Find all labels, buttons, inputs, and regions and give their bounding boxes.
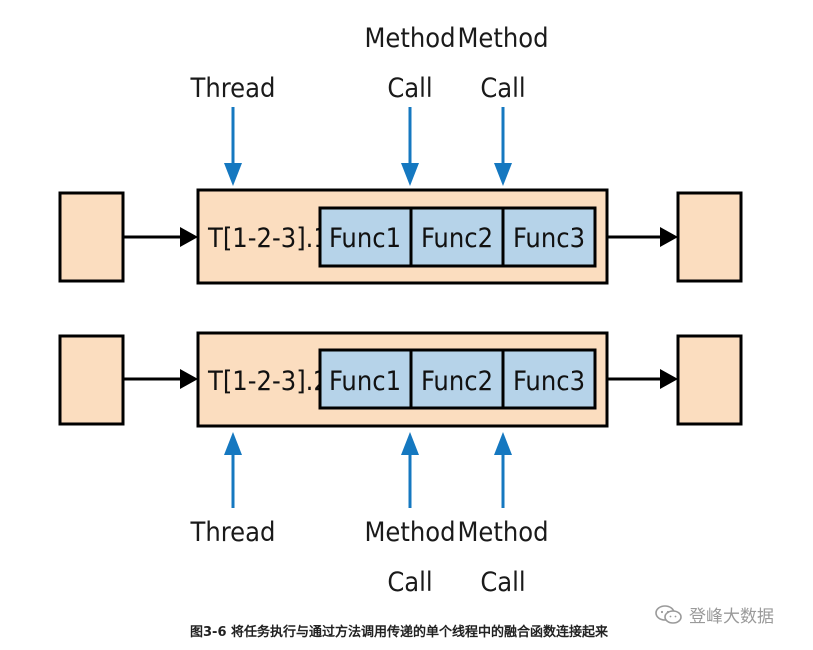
func-label-row-1-f2: Func2: [421, 223, 493, 254]
output-box-row-2: [676, 334, 743, 426]
down-arrow-call-top-2: [494, 107, 512, 186]
thread-label-bottom: Thread: [190, 517, 276, 548]
input-box-row-2: [58, 334, 125, 426]
thread-id-row-2: T[1-2-3].2: [207, 366, 329, 397]
method-label-bottom-2: Method: [457, 517, 548, 548]
func-label-row-2-f2: Func2: [421, 366, 493, 397]
down-arrow-thread-top: [224, 107, 242, 186]
up-arrow-call-bottom-1: [401, 432, 419, 508]
call-label-bottom-1: Call: [387, 567, 432, 598]
flow-arrow-out-row-2: [607, 369, 678, 389]
func-box-row-2-f3: [501, 348, 597, 410]
up-arrow-thread-bottom: [224, 432, 242, 508]
func-box-row-1-f1: [318, 206, 413, 268]
func-box-row-1-f2: [409, 206, 505, 268]
method-label-top-2: Method: [457, 23, 548, 54]
row-2: T[1-2-3].2 Func1 Func2 Func3: [58, 331, 743, 428]
call-label-top-1: Call: [387, 73, 432, 104]
func-label-row-2-f1: Func1: [329, 366, 401, 397]
down-arrow-call-top-1: [401, 107, 419, 186]
thread-id-row-1: T[1-2-3].1: [207, 223, 329, 254]
input-box-row-1: [58, 191, 125, 283]
output-box-row-1: [676, 191, 743, 283]
flow-arrow-in-row-2: [123, 369, 198, 389]
watermark: 登峰大数据: [655, 602, 774, 627]
func-box-row-1-f3: [501, 206, 597, 268]
up-arrow-call-bottom-2: [494, 432, 512, 508]
wechat-icon: [655, 604, 682, 624]
call-label-bottom-2: Call: [480, 567, 525, 598]
figure-caption: 图3-6 将任务执行与通过方法调用传递的单个线程中的融合函数连接起来: [190, 625, 609, 640]
func-label-row-1-f3: Func3: [513, 223, 585, 254]
call-label-top-2: Call: [480, 73, 525, 104]
func-label-row-2-f3: Func3: [513, 366, 585, 397]
flow-arrow-in-row-1: [123, 227, 198, 247]
func-box-row-2-f1: [318, 348, 413, 410]
watermark-text: 登峰大数据: [689, 607, 774, 627]
row-1: T[1-2-3].1 Func1 Func2 Func3: [58, 188, 743, 285]
method-label-bottom-1: Method: [364, 517, 455, 548]
func-label-row-1-f1: Func1: [329, 223, 401, 254]
flow-arrow-out-row-1: [607, 227, 678, 247]
thread-label-top: Thread: [190, 73, 276, 104]
method-label-top-1: Method: [364, 23, 455, 54]
